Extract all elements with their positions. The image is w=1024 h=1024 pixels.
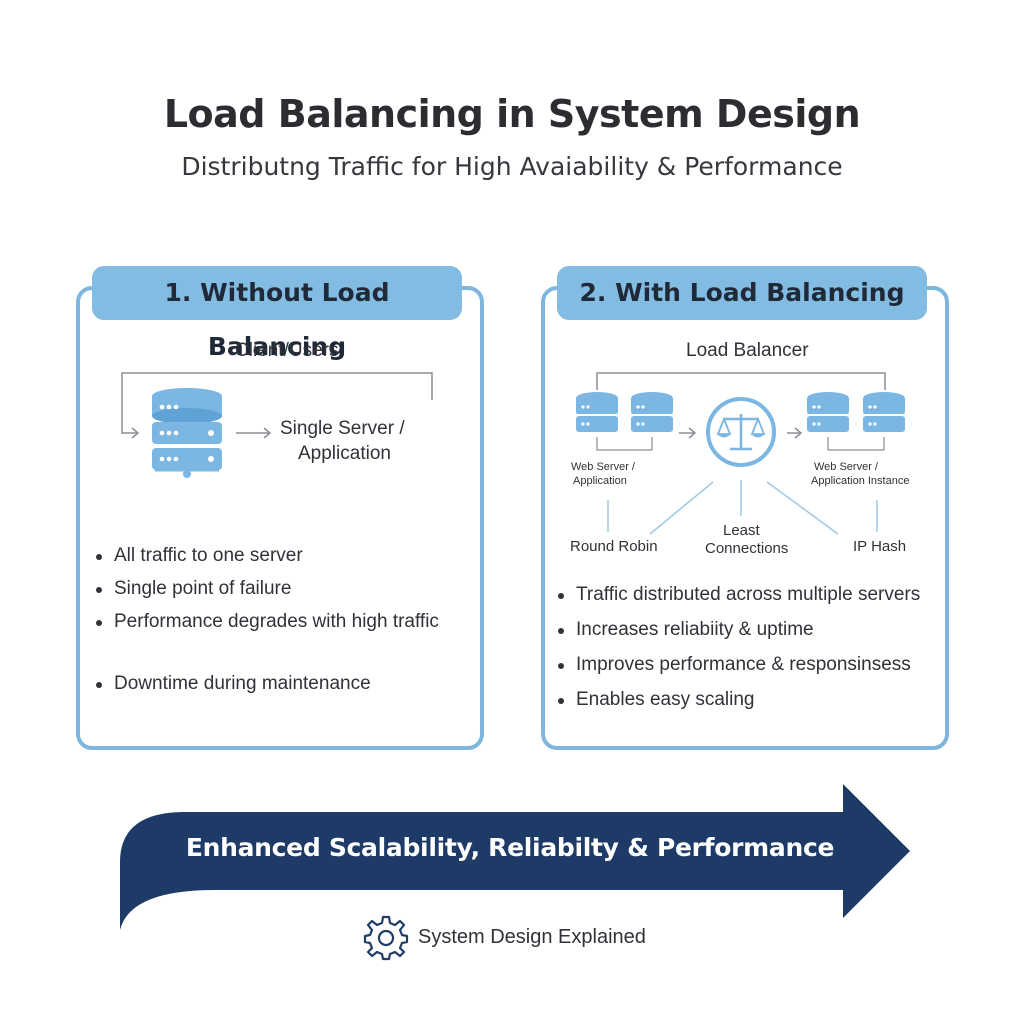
balance-scale-icon	[706, 397, 776, 467]
list-item: Performance degrades with high traffic	[94, 611, 439, 633]
banner-text: Enhanced Scalability, Reliabilty & Perfo…	[185, 833, 835, 862]
client-users-label: Client/Users	[235, 340, 339, 361]
algorithm-lines	[607, 480, 878, 535]
web-server-icon-4	[862, 391, 906, 437]
web-server-icon-1	[575, 391, 619, 437]
right-bullet-list: Traffic distributed across multiple serv…	[556, 584, 920, 711]
web-server-icon-3	[806, 391, 850, 437]
lb-connector	[596, 372, 886, 451]
web-server-icon-2	[630, 391, 674, 437]
web-server-label-right-line2: Application Instance	[811, 475, 910, 487]
single-server-label-line1: Single Server /	[280, 418, 405, 439]
web-server-label-left-line2: Application	[573, 475, 627, 487]
panel-without-load-balancing	[76, 286, 484, 750]
list-item: Increases reliabiity & uptime	[556, 619, 920, 641]
list-item: Improves performance & responsinsess	[556, 654, 920, 676]
load-balancer-label: Load Balancer	[686, 340, 809, 361]
list-item: Downtime during maintenance	[94, 673, 439, 695]
web-server-label-left-line1: Web Server /	[571, 461, 635, 473]
single-server-label-line2: Application	[298, 443, 391, 464]
round-robin-label: Round Robin	[570, 538, 658, 555]
web-server-label-right-line1: Web Server /	[814, 461, 878, 473]
header-with-load-balancing: 2. With Load Balancing	[557, 266, 927, 320]
page-title: Load Balancing in System Design	[163, 92, 861, 136]
page-subtitle: Distributng Traffic for High Avaiability…	[181, 152, 843, 181]
ip-hash-label: IP Hash	[853, 538, 907, 555]
list-item: Enables easy scaling	[556, 689, 920, 711]
left-client-connector	[121, 372, 433, 439]
server-stack-icon	[152, 388, 222, 478]
footer-text: System Design Explained	[418, 926, 646, 948]
left-bullet-list: All traffic to one server Single point o…	[94, 545, 439, 695]
list-item: Single point of failure	[94, 578, 439, 600]
list-item: Traffic distributed across multiple serv…	[556, 584, 920, 606]
gear-icon	[363, 915, 409, 961]
list-item: All traffic to one server	[94, 545, 439, 567]
banner-arrow	[120, 784, 910, 930]
least-connections-label-line2: Connections	[705, 540, 789, 557]
header-without-load-balancing: 1. Without Load Balancing	[92, 266, 462, 361]
least-connections-label-line1: Least	[723, 522, 760, 539]
